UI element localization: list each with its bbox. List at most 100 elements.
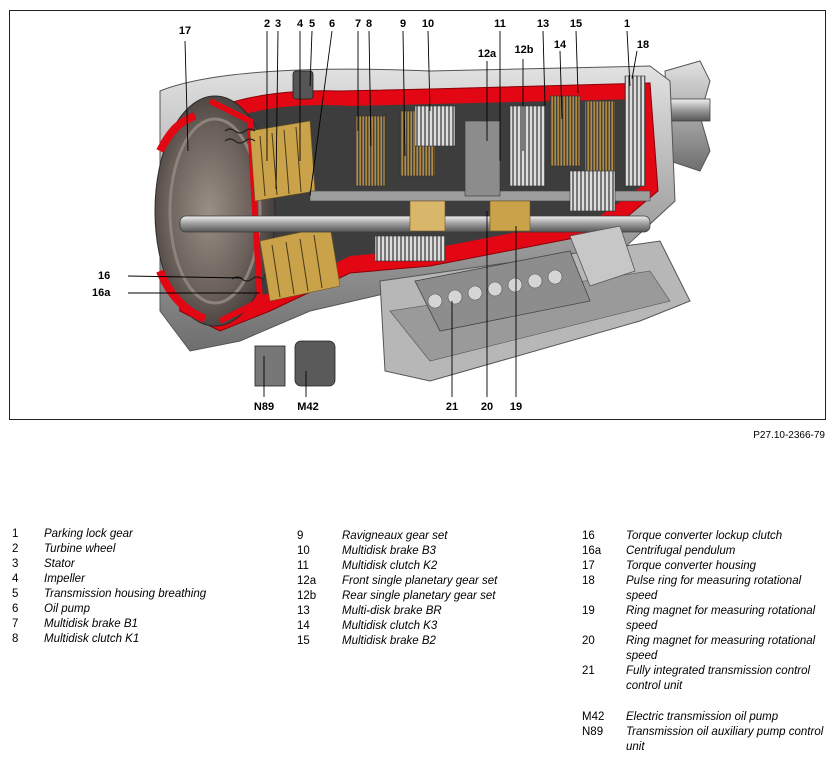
legend-item: 1 Parking lock gear — [12, 527, 282, 542]
callout-20: 20 — [480, 401, 494, 413]
legend-item: 14 Multidisk clutch K3 — [297, 619, 567, 634]
legend-item: 4 Impeller — [12, 572, 282, 587]
callout-8: 8 — [365, 18, 373, 30]
legend-label: Transmission oil auxiliary pump control … — [626, 726, 824, 753]
legend-number: 12a — [297, 575, 317, 587]
legend-item: 7 Multidisk brake B1 — [12, 617, 282, 632]
legend-number: 18 — [582, 575, 595, 587]
legend-number: 12b — [297, 590, 317, 602]
legend-item: 10 Multidisk brake B3 — [297, 544, 567, 559]
callout-4: 4 — [296, 18, 304, 30]
legend-item: 16 Torque converter lockup clutch — [582, 529, 828, 544]
callout-5: 5 — [308, 18, 316, 30]
legend-item: 21 Fully integrated transmission control … — [582, 664, 828, 694]
callout-21: 21 — [445, 401, 459, 413]
legend-gap — [582, 694, 828, 710]
legend-number: 16 — [582, 530, 595, 542]
callout-12b: 12b — [514, 44, 534, 56]
legend-number: 1 — [12, 528, 19, 540]
legend-label: Multidisk clutch K1 — [44, 633, 140, 645]
legend-item: 9 Ravigneaux gear set — [297, 529, 567, 544]
legend-label: Transmission housing breathing — [44, 588, 207, 600]
callout-N89: N89 — [253, 401, 275, 413]
legend-label: Ring magnet for measuring rotational spe… — [626, 605, 816, 632]
legend-number: 8 — [12, 633, 19, 645]
legend-label: Multidisk brake B2 — [342, 635, 436, 647]
legend-item: 17 Torque converter housing — [582, 559, 828, 574]
legend-number: 16a — [582, 545, 602, 557]
legend-number: 5 — [12, 588, 19, 600]
legend-number: 3 — [12, 558, 19, 570]
figure-reference: P27.10-2366-79 — [753, 430, 825, 441]
legend-item: 12a Front single planetary gear set — [297, 574, 567, 589]
callout-7: 7 — [354, 18, 362, 30]
legend-item: 13 Multi-disk brake BR — [297, 604, 567, 619]
legend-number: 10 — [297, 545, 310, 557]
legend-label: Ravigneaux gear set — [342, 530, 448, 542]
legend-label: Turbine wheel — [44, 543, 116, 555]
legend-label: Electric transmission oil pump — [626, 711, 779, 723]
legend-number: 2 — [12, 543, 19, 555]
legend-number: 20 — [582, 635, 595, 647]
callout-18: 18 — [636, 39, 650, 51]
legend-number: 21 — [582, 665, 595, 677]
callout-16a: 16a — [92, 287, 111, 299]
callout-12a: 12a — [477, 48, 497, 60]
legend-item: 6 Oil pump — [12, 602, 282, 617]
callout-15: 15 — [569, 18, 583, 30]
legend-item: 8 Multidisk clutch K1 — [12, 632, 282, 647]
diagram-frame: 17 2 3 4 5 6 7 8 9 10 11 12a 12b 13 14 1… — [9, 10, 826, 420]
callout-10: 10 — [421, 18, 435, 30]
legend-number: 6 — [12, 603, 19, 615]
legend-number: 4 — [12, 573, 19, 585]
legend-label: Front single planetary gear set — [342, 575, 498, 587]
legend-item: 2 Turbine wheel — [12, 542, 282, 557]
callout-19: 19 — [509, 401, 523, 413]
legend-label: Pulse ring for measuring rotational spee… — [626, 575, 802, 602]
callout-17: 17 — [178, 25, 192, 37]
legend-label: Multi-disk brake BR — [342, 605, 442, 617]
legend-number: 7 — [12, 618, 19, 630]
legend-item: 5 Transmission housing breathing — [12, 587, 282, 602]
legend-label: Torque converter housing — [626, 560, 756, 572]
callout-11: 11 — [494, 18, 506, 30]
legend-column-1: 1 Parking lock gear 2 Turbine wheel 3 Stato… — [12, 527, 282, 647]
legend-label: Multidisk brake B1 — [44, 618, 138, 630]
legend-number: 17 — [582, 560, 595, 572]
callout-16: 16 — [98, 270, 111, 282]
legend-label: Ring magnet for measuring rotational spe… — [626, 635, 816, 662]
legend-number: 11 — [297, 560, 309, 572]
legend-label: Torque converter lockup clutch — [626, 530, 783, 542]
legend-number: M42 — [582, 711, 605, 723]
legend-number: 15 — [297, 635, 310, 647]
legend-label: Stator — [44, 558, 75, 570]
callout-M42: M42 — [297, 401, 319, 413]
transmission-cutaway-illustration — [127, 30, 711, 397]
legend-label: Multidisk clutch K2 — [342, 560, 438, 572]
legend-label: Multidisk brake B3 — [342, 545, 436, 557]
legend-label: Oil pump — [44, 603, 91, 615]
legend-number: 19 — [582, 605, 595, 617]
legend-label: Parking lock gear — [44, 528, 133, 540]
legend-label: Multidisk clutch K3 — [342, 620, 438, 632]
legend-label: Fully integrated transmission control co… — [626, 665, 811, 692]
legend-item: M42 Electric transmission oil pump — [582, 710, 828, 725]
legend-item: 20 Ring magnet for measuring rotational s… — [582, 634, 828, 664]
legend-number: 9 — [297, 530, 304, 542]
callout-3: 3 — [274, 18, 282, 30]
legend-label: Rear single planetary gear set — [342, 590, 496, 602]
legend-number: 14 — [297, 620, 310, 632]
callout-6: 6 — [328, 18, 336, 30]
legend-number: 13 — [297, 605, 310, 617]
legend-item: 3 Stator — [12, 557, 282, 572]
legend-item: 11 Multidisk clutch K2 — [297, 559, 567, 574]
legend-item: 18 Pulse ring for measuring rotational sp… — [582, 574, 828, 604]
legend-label: Impeller — [44, 573, 85, 585]
legend-number: N89 — [582, 726, 604, 738]
legend-item: 15 Multidisk brake B2 — [297, 634, 567, 649]
callout-1: 1 — [623, 18, 631, 30]
legend-item: 19 Ring magnet for measuring rotational s… — [582, 604, 828, 634]
